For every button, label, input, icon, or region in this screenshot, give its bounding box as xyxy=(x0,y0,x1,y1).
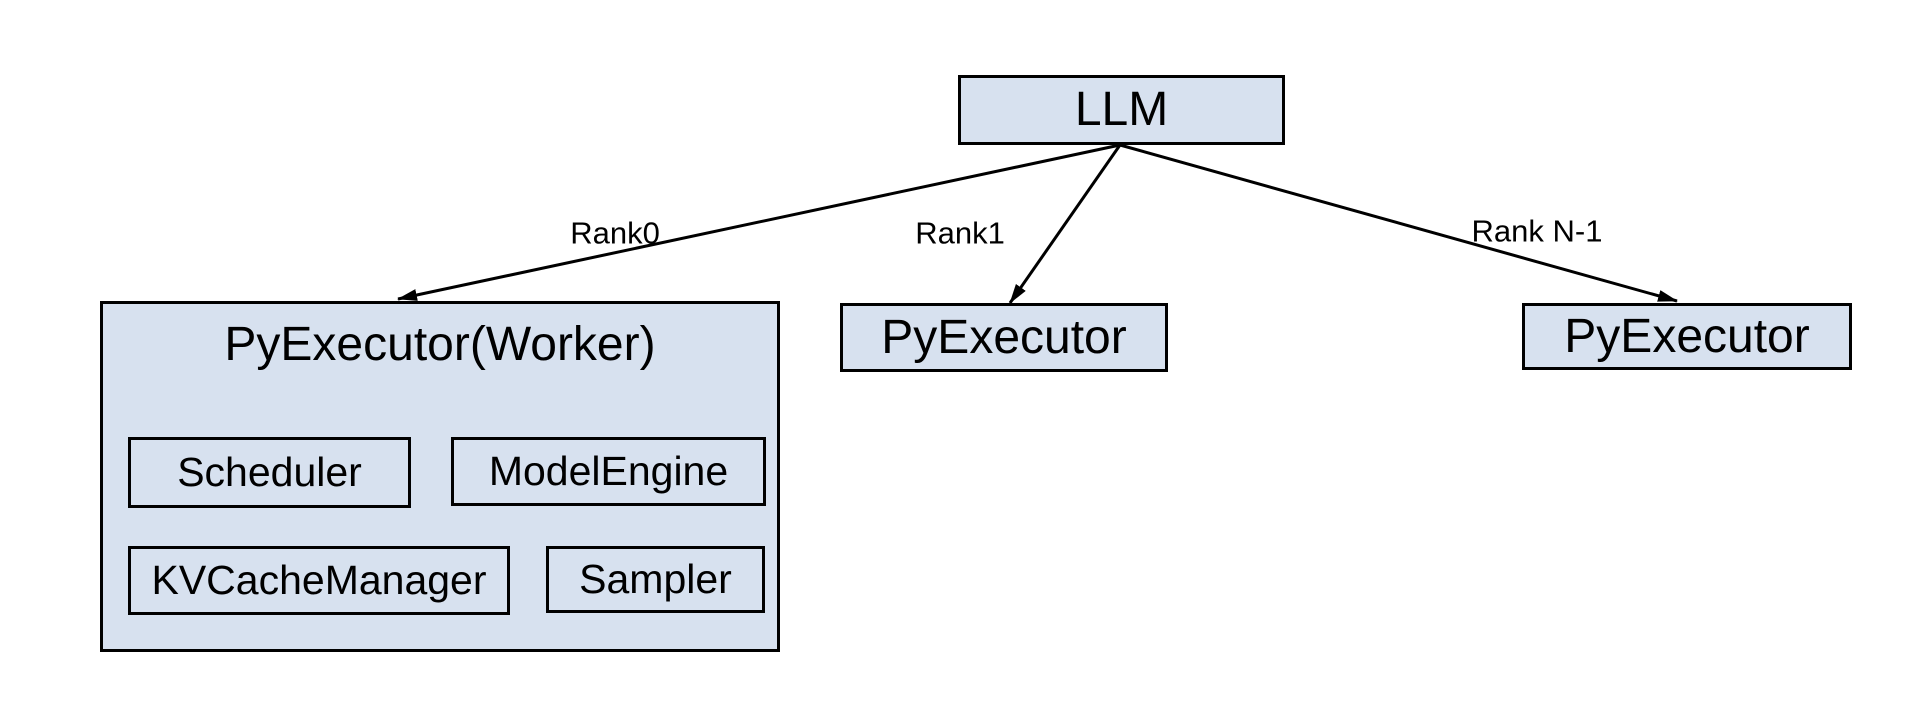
pyexecutor-rank1-node: PyExecutor xyxy=(840,303,1168,372)
modelengine-node: ModelEngine xyxy=(451,437,766,506)
llm-node: LLM xyxy=(958,75,1285,145)
kvcachemanager-node: KVCacheManager xyxy=(128,546,510,615)
kvcachemanager-node-label: KVCacheManager xyxy=(151,557,487,603)
edge-label-rank0: Rank0 xyxy=(570,215,660,251)
edge-label-rank1: Rank1 xyxy=(915,215,1005,251)
scheduler-node: Scheduler xyxy=(128,437,411,508)
pyexecutor-worker-node: PyExecutor(Worker) Scheduler ModelEngine… xyxy=(100,301,780,652)
llm-node-label: LLM xyxy=(1074,83,1169,136)
sampler-node-label: Sampler xyxy=(579,556,732,602)
modelengine-node-label: ModelEngine xyxy=(488,448,729,494)
sampler-node: Sampler xyxy=(546,546,765,613)
edge-rank0-line xyxy=(397,143,1121,301)
pyexecutor-worker-title: PyExecutor(Worker) xyxy=(224,317,656,371)
edge-label-rank-n-1: Rank N-1 xyxy=(1471,213,1603,249)
pyexecutor-rank1-node-label: PyExecutor xyxy=(881,310,1127,364)
scheduler-node-label: Scheduler xyxy=(177,449,362,495)
pyexecutor-rank-n-1-node-label: PyExecutor xyxy=(1564,309,1810,363)
pyexecutor-rank-n-1-node: PyExecutor xyxy=(1522,303,1852,370)
edge-rank1-line xyxy=(1008,144,1122,304)
